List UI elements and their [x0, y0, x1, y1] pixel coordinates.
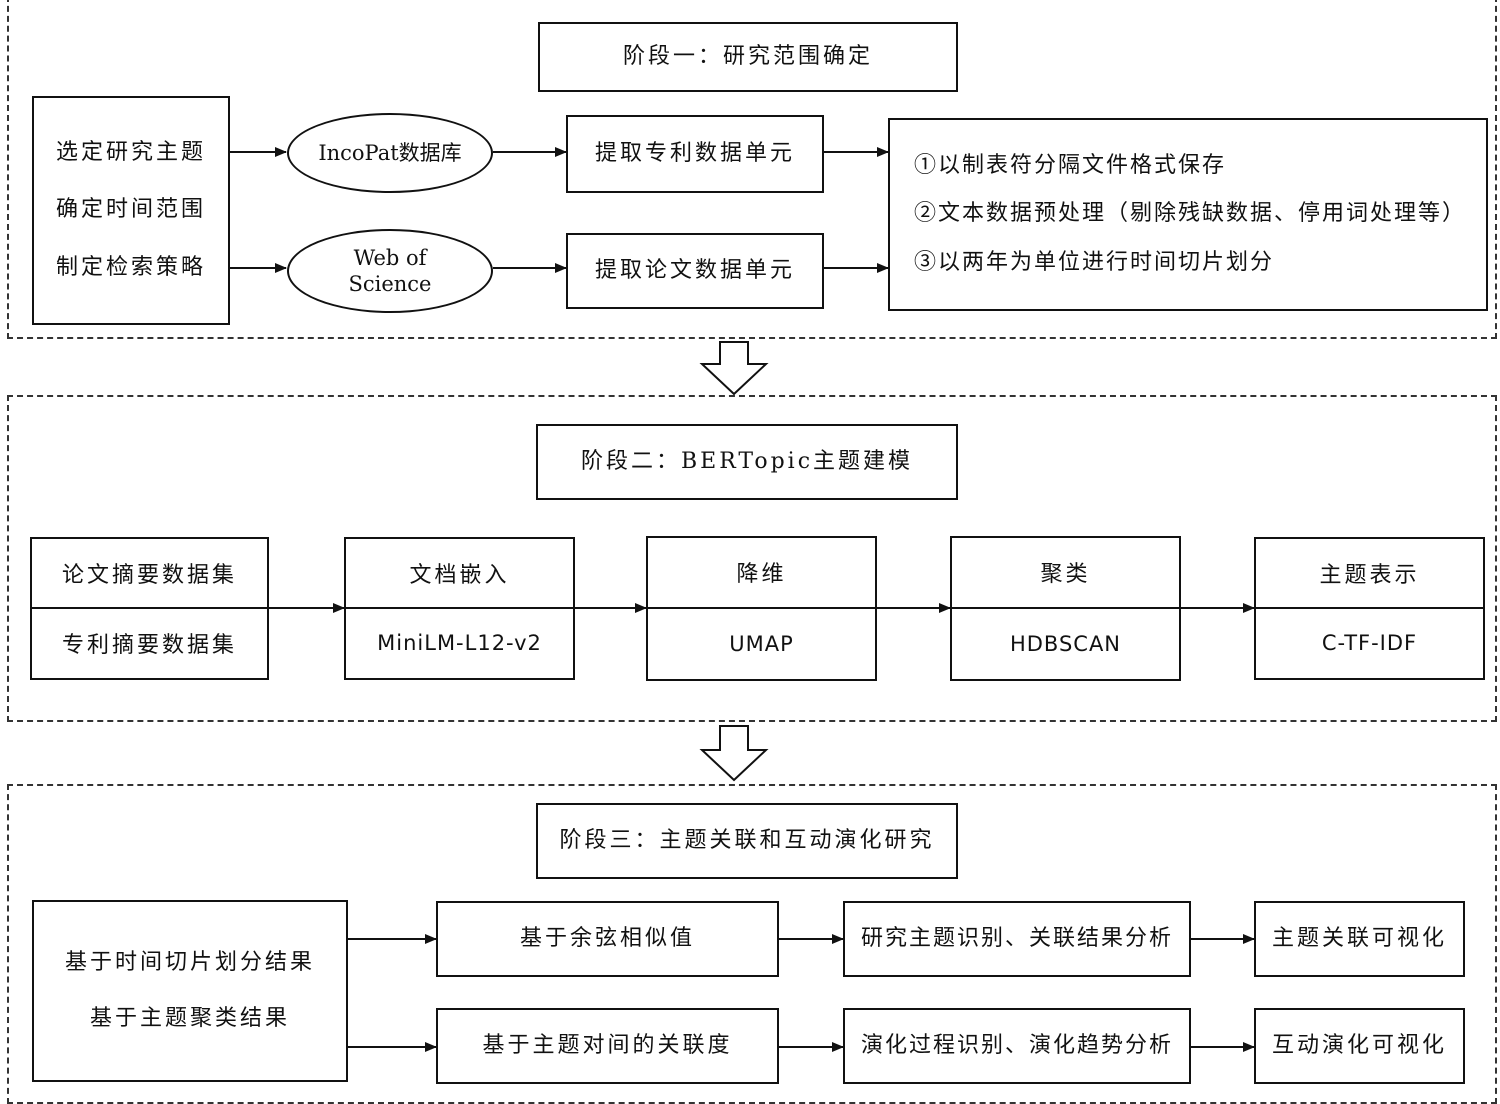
- stage1-left-line-2: 确定时间范围: [56, 197, 207, 223]
- stage1-left-box: 选定研究主题 确定时间范围 制定检索策略: [32, 96, 230, 325]
- topic-association-analysis-box: 研究主题识别、关联结果分析: [843, 901, 1191, 977]
- dataset-box: 论文摘要数据集 专利摘要数据集: [30, 537, 269, 680]
- extract-paper-box: 提取论文数据单元: [566, 233, 824, 309]
- stage1-steps-box: ①以制表符分隔文件格式保存 ②文本数据预处理（剔除残缺数据、停用词处理等） ③以…: [888, 118, 1488, 311]
- step-2: ②文本数据预处理（剔除残缺数据、停用词处理等）: [914, 201, 1467, 227]
- representation-label: 主题表示: [1256, 539, 1483, 609]
- extract-patent-box: 提取专利数据单元: [566, 115, 824, 193]
- stage1-left-line-3: 制定检索策略: [56, 254, 207, 280]
- stage3-left-line-2: 基于主题聚类结果: [89, 1006, 290, 1031]
- wos-label-line2: Science: [348, 272, 432, 296]
- step-3: ③以两年为单位进行时间切片划分: [914, 249, 1275, 275]
- wos-ellipse: Web of Science: [287, 229, 493, 313]
- embedding-label: 文档嵌入: [346, 539, 573, 609]
- incopat-label: IncoPat数据库: [318, 140, 462, 165]
- association-visualization-box: 主题关联可视化: [1254, 901, 1465, 977]
- representation-box: 主题表示 C-TF-IDF: [1254, 537, 1485, 680]
- clustering-label: 聚类: [952, 538, 1179, 609]
- stage3-left-line-1: 基于时间切片划分结果: [64, 949, 315, 975]
- step-1: ①以制表符分隔文件格式保存: [914, 152, 1227, 178]
- embedding-model-label: MiniLM-L12-v2: [377, 631, 542, 656]
- stage2-title: 阶段二：BERTopic主题建模: [536, 424, 958, 500]
- stage1-title: 阶段一：研究范围确定: [538, 22, 958, 92]
- reduction-label: 降维: [648, 538, 875, 609]
- paper-dataset-label: 论文摘要数据集: [32, 539, 267, 609]
- stage3-left-box: 基于时间切片划分结果 基于主题聚类结果: [32, 900, 348, 1082]
- clustering-box: 聚类 HDBSCAN: [950, 536, 1181, 681]
- wos-label-line1: Web of: [353, 245, 427, 270]
- cosine-similarity-box: 基于余弦相似值: [436, 901, 779, 977]
- stage1-left-line-1: 选定研究主题: [56, 139, 207, 165]
- clustering-method-label: HDBSCAN: [1009, 631, 1122, 656]
- embedding-box: 文档嵌入 MiniLM-L12-v2: [344, 537, 575, 680]
- evolution-analysis-box: 演化过程识别、演化趋势分析: [843, 1008, 1191, 1084]
- reduction-method-label: UMAP: [729, 631, 794, 656]
- down-arrow-1: [699, 341, 769, 396]
- topic-pair-relevance-box: 基于主题对间的关联度: [436, 1008, 779, 1084]
- down-arrow-2: [699, 725, 769, 782]
- incopat-ellipse: IncoPat数据库: [287, 113, 493, 193]
- evolution-visualization-box: 互动演化可视化: [1254, 1008, 1465, 1084]
- stage2-container: [7, 395, 1497, 722]
- stage3-title: 阶段三：主题关联和互动演化研究: [536, 803, 958, 879]
- stage1-container: [7, 0, 1497, 339]
- patent-dataset-label: 专利摘要数据集: [61, 633, 237, 659]
- reduction-box: 降维 UMAP: [646, 536, 877, 681]
- representation-method-label: C-TF-IDF: [1321, 631, 1418, 656]
